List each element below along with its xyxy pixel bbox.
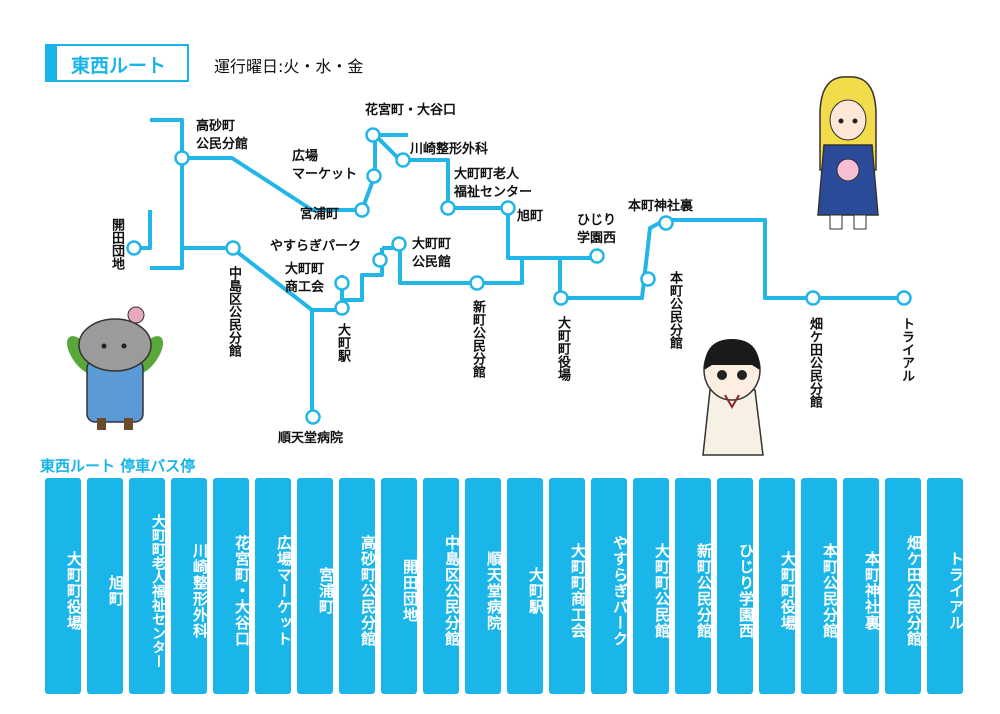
stop-card: 大町町老人福祉センター xyxy=(129,478,166,694)
stop-shinmachi xyxy=(469,275,485,291)
stop-card: 旭町 xyxy=(87,478,125,694)
stop-card: ひじり学園西 xyxy=(717,478,755,694)
stop-hanamiya xyxy=(365,127,381,143)
stop-card: 新町公民分館 xyxy=(675,478,713,694)
label-yasuragi: やすらぎパーク xyxy=(270,238,361,253)
stops-section-title: 東西ルート 停車バス停 xyxy=(40,457,196,475)
stop-card: 川崎整形外科 xyxy=(171,478,209,694)
stop-shokokai xyxy=(334,275,350,291)
label-kawasaki: 川崎整形外科 xyxy=(409,141,488,156)
label-kominkan-2: 公民館 xyxy=(412,254,451,269)
stop-yasuragi xyxy=(372,252,388,268)
stop-card: 大町駅 xyxy=(507,478,545,694)
label-nakashima: 中島区公民分館 xyxy=(226,266,241,357)
label-takasago-2: 公民分館 xyxy=(196,136,248,151)
stop-honmachi-jinja xyxy=(658,215,674,231)
rock-mascot-illustration xyxy=(66,306,164,430)
stop-card: トライアル xyxy=(927,478,965,694)
label-hijiri-2: 学園西 xyxy=(577,230,616,245)
label-asahi: 旭町 xyxy=(516,208,543,223)
stop-juntendo xyxy=(305,409,321,425)
stop-trial xyxy=(896,290,912,306)
label-hanamiya: 花宮町・大谷口 xyxy=(365,102,456,117)
route-line-shinmachi xyxy=(382,246,524,285)
stop-card: 大町町役場 xyxy=(759,478,797,694)
map-labels: 高砂町 公民分館 広場 マーケット 宮浦町 花宮町・大谷口 川崎整形外科 大町町… xyxy=(196,102,694,445)
label-kominkan-1: 大町町 xyxy=(412,236,451,251)
stop-hijiri xyxy=(589,248,605,264)
princess-mascot-illustration xyxy=(817,76,879,230)
label-juntendo: 順天堂病院 xyxy=(278,430,343,445)
stop-kawasaki xyxy=(395,152,411,168)
label-rojin-2: 福祉センター xyxy=(453,184,532,199)
label-hiroba-2: マーケット xyxy=(292,166,357,181)
stop-kominkan xyxy=(391,236,407,252)
stop-card: 本町神社裏 xyxy=(843,478,881,694)
label-trial: トライアル xyxy=(899,317,914,382)
stop-markers xyxy=(126,127,912,425)
stop-takasago xyxy=(174,150,190,166)
stop-hatakeda xyxy=(805,290,821,306)
stop-hiroba xyxy=(366,168,382,184)
stop-eki xyxy=(334,300,350,316)
stop-card: 畑ケ田公民分館 xyxy=(885,478,923,694)
route-line-nakashima xyxy=(182,246,342,312)
stop-card-list: 大町町役場 旭町 大町町老人福祉センター 川崎整形外科 花宮町・大谷口 広場マー… xyxy=(45,478,965,694)
stop-card: 順天堂病院 xyxy=(465,478,503,694)
ghost-mascot-illustration xyxy=(702,339,764,456)
stop-rojin-center xyxy=(440,200,456,216)
stop-kaiden xyxy=(126,240,142,256)
stop-card: 大町町役場 xyxy=(45,478,83,694)
stop-card: 花宮町・大谷口 xyxy=(213,478,251,694)
label-shinmachi: 新町公民分館 xyxy=(470,300,485,378)
stop-card: やすらぎパーク xyxy=(591,478,629,694)
route-line-west-loop xyxy=(150,118,184,270)
title-accent-bar xyxy=(47,46,57,80)
label-takasago-1: 高砂町 xyxy=(196,118,235,133)
label-hiroba-1: 広場 xyxy=(292,148,318,163)
label-yakuba: 大町町役場 xyxy=(555,316,570,381)
stop-nakashima xyxy=(225,240,241,256)
stop-card: 宮浦町 xyxy=(297,478,335,694)
label-kaiden: 開田団地 xyxy=(109,218,124,270)
route-lines xyxy=(135,118,905,412)
label-miyaura: 宮浦町 xyxy=(300,206,339,221)
route-line-center xyxy=(340,248,384,302)
route-title: 東西ルート xyxy=(71,55,167,77)
stop-miyaura xyxy=(354,202,370,218)
stop-card: 大町町商工会 xyxy=(549,478,587,694)
stop-card: 本町公民分館 xyxy=(801,478,839,694)
stop-card: 中島区公民分館 xyxy=(423,478,461,694)
stop-asahi xyxy=(500,200,516,216)
label-rojin-1: 大町町老人 xyxy=(454,166,520,181)
label-hijiri-1: ひじり xyxy=(577,212,616,227)
label-hatakeda: 畑ケ田公民分館 xyxy=(807,317,822,408)
stop-card: 高砂町公民分館 xyxy=(339,478,377,694)
label-honmachi-kominkan: 本町公民分館 xyxy=(667,271,682,349)
stop-card: 大町町公民館 xyxy=(633,478,671,694)
operating-days: 運行曜日:火・水・金 xyxy=(214,57,364,76)
label-honmachi-jinja: 本町神社裏 xyxy=(628,198,694,213)
stop-card: 開田団地 xyxy=(381,478,419,694)
label-eki: 大町駅 xyxy=(335,323,350,362)
label-shokokai-1: 大町町 xyxy=(285,261,324,276)
stop-honmachi-kominkan xyxy=(640,271,656,287)
stop-card: 広場マーケット xyxy=(255,478,293,694)
route-title-box: 東西ルート xyxy=(45,44,189,82)
stop-yakuba xyxy=(553,290,569,306)
label-shokokai-2: 商工会 xyxy=(285,279,325,294)
